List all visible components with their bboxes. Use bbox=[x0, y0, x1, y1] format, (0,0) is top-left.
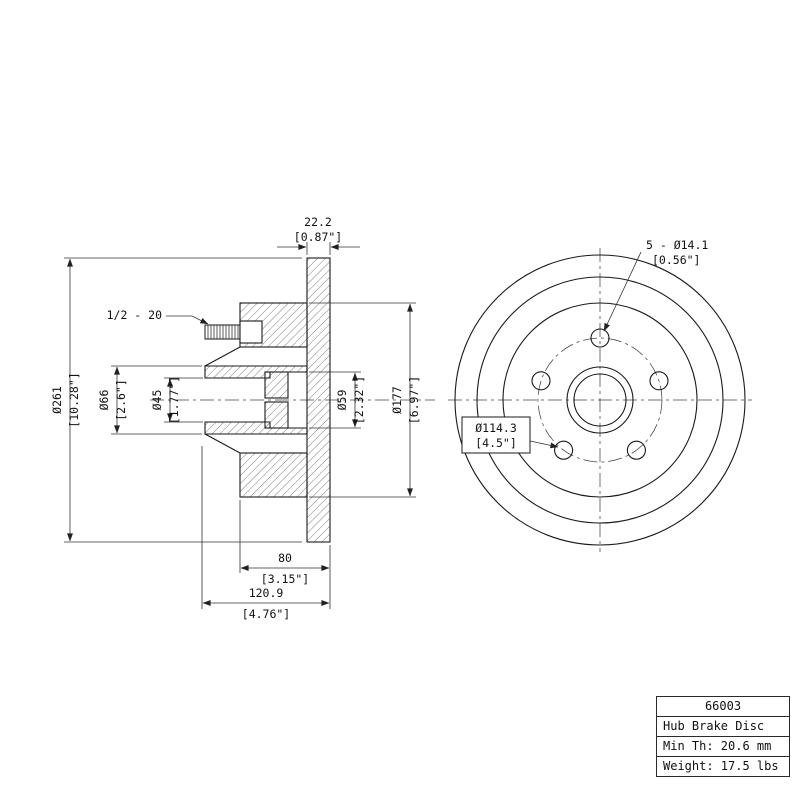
dim-hat-dia-in: [6.97"] bbox=[407, 376, 421, 424]
bolt-hole-in-label: [0.56"] bbox=[652, 253, 700, 267]
dim-hub-depth: 80 [3.15"] bbox=[239, 500, 331, 609]
disc-section bbox=[306, 257, 331, 543]
dim-hat-dia-mm: Ø177 bbox=[390, 386, 404, 414]
dim-outer-dia-in: [10.28"] bbox=[67, 372, 81, 427]
bolt-hole-leader bbox=[603, 251, 642, 332]
dim-overall-depth-mm: 120.9 bbox=[249, 586, 284, 600]
outer-diameter-circle bbox=[454, 254, 746, 546]
bolt-circle-leader bbox=[529, 440, 559, 449]
dim-thickness-in: [0.87"] bbox=[294, 230, 342, 244]
section-view: 1/2 - 20 22.2 [0.87"] Ø261 [10.28"] Ø66 … bbox=[50, 215, 435, 621]
dim-hub-depth-in: [3.15"] bbox=[261, 572, 309, 586]
dim-inner-bore: Ø59 [2.32"] bbox=[309, 371, 366, 429]
bolt-hole bbox=[626, 440, 646, 460]
bearing-cup-bottom bbox=[264, 401, 289, 429]
dim-bore-in: [1.77"] bbox=[167, 376, 181, 424]
dim-hub-depth-mm: 80 bbox=[278, 551, 292, 565]
dim-outer-dia-mm: Ø261 bbox=[50, 386, 64, 414]
dim-hub-pilot-mm: Ø66 bbox=[97, 390, 111, 411]
dim-thickness-mm: 22.2 bbox=[304, 215, 332, 229]
hat-circle bbox=[502, 302, 698, 498]
thread-leader bbox=[166, 315, 209, 325]
stud-thread bbox=[204, 324, 241, 340]
hub-pilot-circle bbox=[566, 366, 634, 434]
center-bore-circle bbox=[573, 373, 627, 427]
friction-band-circle bbox=[476, 276, 724, 524]
part-name-cell: Hub Brake Disc bbox=[656, 716, 790, 737]
dim-outer-dia: Ø261 [10.28"] bbox=[50, 257, 302, 543]
part-number-cell: 66003 bbox=[656, 696, 790, 717]
bolt-hole bbox=[649, 371, 669, 391]
dim-hub-pilot-in: [2.6"] bbox=[114, 379, 128, 421]
dim-bore-mm: Ø45 bbox=[150, 390, 164, 411]
dim-overall-depth: 120.9 [4.76"] bbox=[201, 446, 330, 621]
thread-spec-label: 1/2 - 20 bbox=[107, 308, 162, 322]
dim-disc-thickness: 22.2 [0.87"] bbox=[277, 215, 360, 255]
title-block: 66003 Hub Brake Disc Min Th: 20.6 mm Wei… bbox=[656, 696, 790, 777]
hub-wall-bottom bbox=[204, 421, 308, 435]
hat-cone-bottom bbox=[204, 433, 241, 454]
dim-hat-dia: Ø177 [6.97"] bbox=[309, 302, 421, 498]
bolt-hole-count-label: 5 - Ø14.1 bbox=[646, 238, 708, 252]
hat-cone-top bbox=[204, 346, 241, 367]
dim-bore: Ø45 [1.77"] bbox=[150, 376, 203, 424]
bolt-hole bbox=[531, 371, 551, 391]
bolt-hole bbox=[590, 328, 610, 348]
bolt-circle-in-label: [4.5"] bbox=[475, 436, 517, 450]
bolt-hole bbox=[554, 440, 574, 460]
min-thickness-cell: Min Th: 20.6 mm bbox=[656, 736, 790, 757]
dim-overall-depth-in: [4.76"] bbox=[242, 607, 290, 621]
wheel-stud bbox=[204, 320, 263, 344]
bearing-cup-top bbox=[264, 371, 289, 399]
hub-wall-top bbox=[204, 365, 308, 379]
dim-inner-bore-mm: Ø59 bbox=[335, 390, 349, 411]
weight-cell: Weight: 17.5 lbs bbox=[656, 756, 790, 777]
dim-inner-bore-in: [2.32"] bbox=[352, 376, 366, 424]
flange-bottom-section bbox=[239, 452, 308, 498]
stud-shoulder bbox=[239, 320, 263, 344]
bolt-circle bbox=[537, 337, 663, 463]
dim-hub-pilot: Ø66 [2.6"] bbox=[97, 365, 202, 435]
bolt-circle-mm-label: Ø114.3 bbox=[475, 421, 517, 435]
bolt-circle-callout-box bbox=[461, 416, 531, 454]
front-view: 5 - Ø14.1 [0.56"] Ø114.3 [4.5"] bbox=[448, 238, 752, 552]
